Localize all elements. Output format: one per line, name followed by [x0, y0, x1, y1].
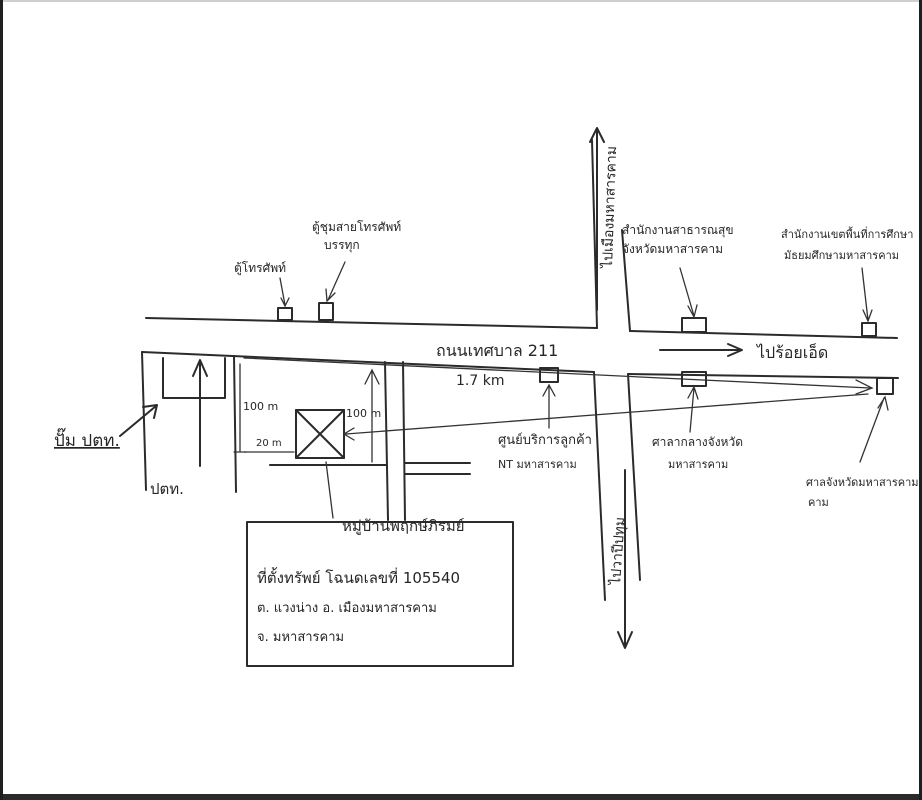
main-road-label: ถนนเทศบาล 211 [436, 341, 558, 360]
address-line-2: ต. แวงน่าง อ. เมืองมหาสารคาม [257, 600, 437, 616]
hall-box [876, 377, 894, 395]
south-road-left-edge [593, 371, 606, 601]
mailbox-label-1: ตู้ชุมสายโทรศัพท์ [312, 220, 401, 235]
south-arrow [617, 469, 633, 649]
public-works-label-2: จังหวัดมหาสารคาม [622, 242, 723, 256]
road-direction-arrow [659, 343, 743, 357]
leader-village [325, 461, 334, 519]
property-cross [295, 409, 345, 459]
village-road-edge-1 [384, 361, 389, 521]
to-mueang-label: ไปเมืองมหาสารคาม [599, 146, 620, 269]
village-label: หมู่บ้านพฤกษ์ภิรมย์ [342, 517, 465, 535]
leader-mailbox [325, 261, 346, 303]
leader-public-works [679, 267, 698, 319]
phone-booth-label: ตู้โทรศัพท์ [234, 261, 286, 276]
service-center-box [539, 367, 559, 383]
road-south-edge-left [141, 351, 595, 373]
mailbox-label-2: บรรทุก [324, 238, 360, 253]
left-road-edge-2 [233, 355, 237, 493]
frame-top [0, 0, 922, 2]
dist-100m-a-label: 100 m [243, 400, 278, 413]
dist-100m-b-label: 100 m [346, 407, 381, 420]
to-wapi-label: ไปวาปีปทุม [607, 516, 629, 586]
line-to-property [342, 393, 869, 441]
frame-bottom [0, 794, 922, 800]
distance-label: 1.7 km [456, 373, 504, 389]
service-center-label-1: ศูนย์บริการลูกค้า [498, 432, 592, 448]
left-road-edge-1 [141, 351, 147, 491]
south-road-right-edge [627, 373, 641, 581]
edu-office-label-2: มัธยมศึกษามหาสารคาม [784, 249, 899, 262]
public-works-box [681, 317, 707, 333]
court-label-2: มหาสารคาม [668, 458, 728, 471]
court-label-1: ศาลากลางจังหวัด [652, 435, 743, 449]
phone-booth-box [277, 307, 293, 321]
left-up-arrow [192, 359, 208, 467]
hall-label: ศาลจังหวัดมหาสารคาม [806, 476, 919, 489]
road-north-edge-right [629, 330, 898, 339]
address-box-frame [246, 521, 514, 667]
dist-20m-label: 20 m [256, 438, 282, 449]
pump-arrow [119, 404, 158, 437]
leader-court [687, 385, 699, 433]
road-north-edge-left [145, 317, 598, 329]
road-south-edge-right [627, 373, 899, 379]
address-line-3: จ. มหาสารคาม [257, 630, 344, 645]
village-road-edge-2 [402, 361, 406, 521]
north-arrow [589, 127, 605, 311]
edu-office-box [861, 322, 877, 337]
mailbox-box [318, 302, 334, 321]
frame-right [919, 0, 922, 800]
leader-hall [859, 395, 889, 463]
address-line-1: ที่ตั้งทรัพย์ โฉนดเลขที่ 105540 [257, 567, 460, 587]
hall-label-2: คาม [808, 496, 829, 509]
leader-phone [279, 277, 290, 308]
service-center-label-2: NT มหาสารคาม [498, 458, 577, 471]
edu-office-label-1: สำนักงานเขตพื้นที่การศึกษา [781, 226, 913, 241]
leader-edu [861, 267, 873, 323]
leader-service [542, 383, 556, 429]
pump-label: ปั๊ม ปตท. [54, 427, 120, 451]
dim-100m-right [364, 368, 380, 463]
public-works-label-1: สำนักงานสาธารณสุข [622, 223, 734, 238]
north-road-right-edge [621, 229, 631, 332]
ptt-label: ปตท. [150, 480, 184, 498]
left-box [162, 357, 226, 399]
frame-left [0, 0, 3, 800]
to-roi-et-label: ไปร้อยเอ็ด [755, 342, 828, 362]
